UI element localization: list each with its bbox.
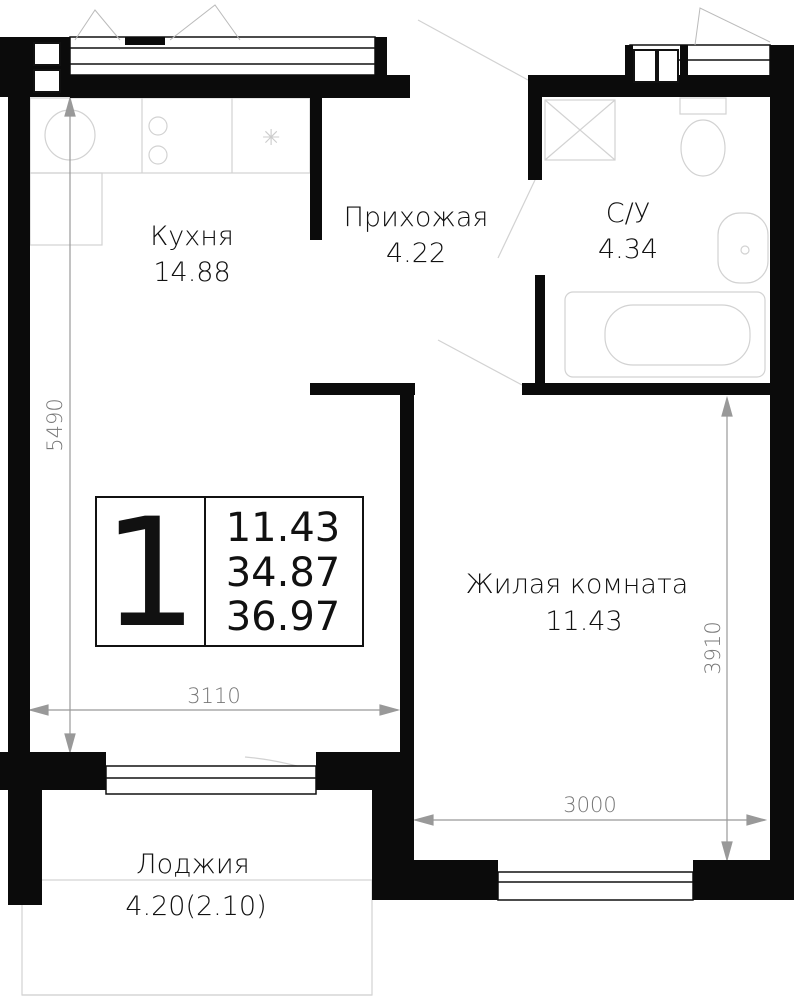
kitchen-counter-return <box>29 172 103 246</box>
dimension-lines <box>27 95 768 863</box>
dimension-living-width: 3000 <box>563 793 616 817</box>
room-name: Лоджия <box>136 849 249 880</box>
room-label-kitchen: Кухня 14.88 <box>150 221 234 288</box>
dimension-kitchen-width: 3110 <box>187 684 240 708</box>
summary-box: 1 11.43 34.87 36.97 <box>95 487 364 661</box>
windows <box>69 36 771 901</box>
toilet-icon <box>680 119 726 177</box>
total-area: 34.87 <box>226 550 341 596</box>
room-name: Кухня <box>150 221 234 252</box>
fixtures: ✳ <box>21 19 769 996</box>
room-area: 11.43 <box>545 606 622 637</box>
balcony-door <box>105 765 317 795</box>
room-area: 4.34 <box>598 234 658 265</box>
shower-icon <box>544 99 616 161</box>
bathtub-icon <box>564 291 766 378</box>
living-window <box>497 871 694 901</box>
total-area-with-loggia: 36.97 <box>226 594 341 640</box>
dimension-living-height: 3910 <box>701 621 725 674</box>
room-area: 4.20(2.10) <box>125 891 266 922</box>
room-label-living: Жилая комната 11.43 <box>466 569 689 637</box>
room-name: С/У <box>606 198 650 229</box>
kitchen-window <box>69 36 376 76</box>
room-area: 14.88 <box>153 257 230 288</box>
room-label-hallway: Прихожая 4.22 <box>344 202 489 269</box>
dimension-kitchen-height: 5490 <box>43 398 67 451</box>
living-area: 11.43 <box>226 505 341 551</box>
fridge-icon: ✳ <box>262 126 280 151</box>
room-name: Жилая комната <box>466 569 689 600</box>
room-name: Прихожая <box>344 202 489 233</box>
room-label-loggia: Лоджия 4.20(2.10) <box>125 849 266 922</box>
room-area: 4.22 <box>386 238 446 269</box>
room-label-bathroom: С/У 4.34 <box>598 198 658 265</box>
washbasin-icon <box>740 245 750 255</box>
rooms-count: 1 <box>102 487 197 661</box>
